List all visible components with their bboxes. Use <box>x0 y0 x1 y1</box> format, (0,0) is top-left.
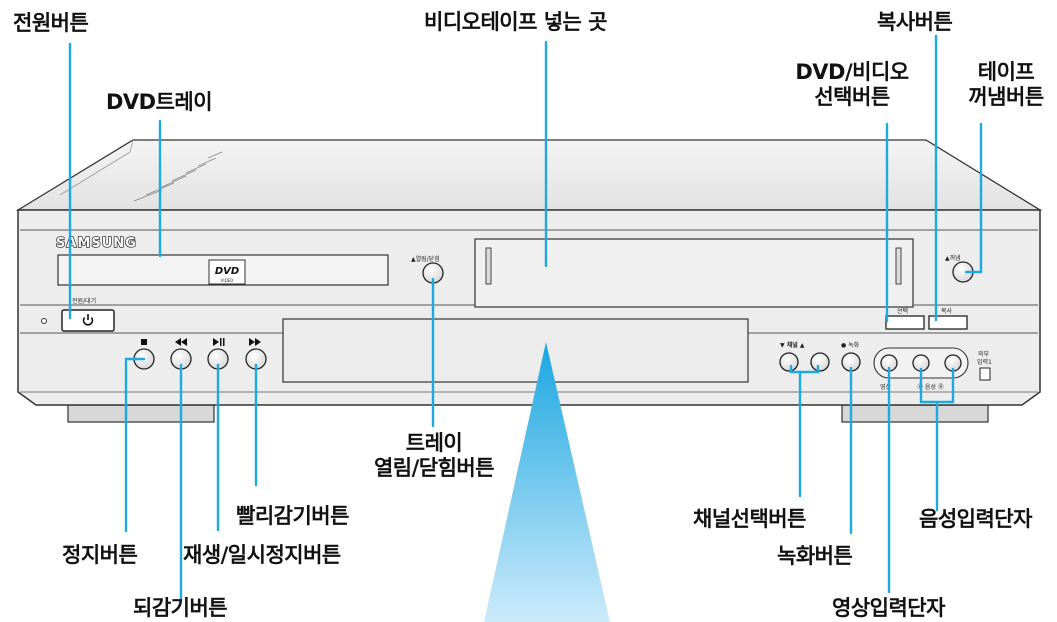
label-copy-button: 복사버튼 <box>877 10 953 34</box>
panel-channel-label: ▼ 채널 ▲ <box>780 341 805 349</box>
panel-external-label-1: 외부 <box>978 351 990 358</box>
label-tray-open-close: 트레이 열림/닫힘버튼 <box>344 431 524 481</box>
svg-text:VIDEO: VIDEO <box>221 278 234 283</box>
panel-open-close-label: ▲열림/닫힘 <box>411 255 440 263</box>
panel-eject-label: ▲꺼냄 <box>945 254 961 262</box>
dvd-logo: DVD VIDEO <box>208 259 246 285</box>
panel-audio-label: Ⓛ 음성 Ⓡ <box>917 383 944 391</box>
label-play-pause-button: 재생/일시정지버튼 <box>183 543 341 567</box>
label-stop-button: 정지버튼 <box>62 543 138 567</box>
vent-grille <box>133 151 223 202</box>
channel-up-button[interactable] <box>810 352 830 372</box>
display-window <box>282 318 749 383</box>
leader-lines <box>68 34 983 602</box>
channel-down-button[interactable] <box>779 352 799 372</box>
copy-button[interactable] <box>928 315 968 330</box>
play-pause-icon <box>213 338 225 346</box>
label-tape-eject: 테이프 꺼냄버튼 <box>956 60 1056 110</box>
video-tape-slot[interactable] <box>474 238 914 308</box>
label-record-button: 녹화버튼 <box>777 544 853 568</box>
power-button[interactable] <box>61 309 115 332</box>
label-audio-input-jack: 음성입력단자 <box>919 507 1032 531</box>
standby-led <box>41 318 47 324</box>
svg-text:DVD: DVD <box>215 266 239 277</box>
dvd-video-select-button[interactable] <box>885 315 925 330</box>
tape-light-beam <box>484 342 610 622</box>
label-dvd-video-select-line2: 선택버튼 <box>814 85 890 109</box>
stop-icon <box>141 339 147 345</box>
left-foot <box>67 404 215 423</box>
panel-power-label: 전원/대기 <box>72 297 96 305</box>
label-fast-forward-button: 빨리감기버튼 <box>236 504 349 528</box>
label-tray-open-close-line1: 트레이 <box>405 431 463 455</box>
label-dvd-tray: DVD트레이 <box>106 90 213 114</box>
label-tray-open-close-line2: 열림/닫힘버튼 <box>373 456 495 480</box>
rewind-icon <box>175 338 187 346</box>
power-icon <box>82 314 94 326</box>
label-dvd-video-select: DVD/비디오 선택버튼 <box>782 60 922 110</box>
fast-forward-icon <box>249 338 261 346</box>
label-tape-eject-line1: 테이프 <box>977 60 1035 84</box>
panel-external-label-2: 입력1 <box>977 358 992 366</box>
panel-select-label: 선택 <box>897 307 908 315</box>
label-power-button: 전원버튼 <box>13 11 89 35</box>
right-foot <box>841 404 989 423</box>
label-video-input-jack: 영상입력단자 <box>832 596 945 620</box>
label-channel-select-button: 채널선택버튼 <box>693 507 806 531</box>
panel-video-label: 영상 <box>880 383 892 391</box>
label-video-tape-slot: 비디오테이프 넣는 곳 <box>424 10 608 34</box>
panel-copy-label: 복사 <box>941 307 953 315</box>
label-tape-eject-line2: 꺼냄버튼 <box>968 85 1044 109</box>
panel-record-label: ● 녹화 <box>841 342 860 349</box>
brand-logo: SAMSUNG <box>56 236 137 251</box>
external-input-switch[interactable] <box>979 367 991 381</box>
label-rewind-button: 되감기버튼 <box>133 596 228 620</box>
label-dvd-video-select-line1: DVD/비디오 <box>795 60 909 84</box>
